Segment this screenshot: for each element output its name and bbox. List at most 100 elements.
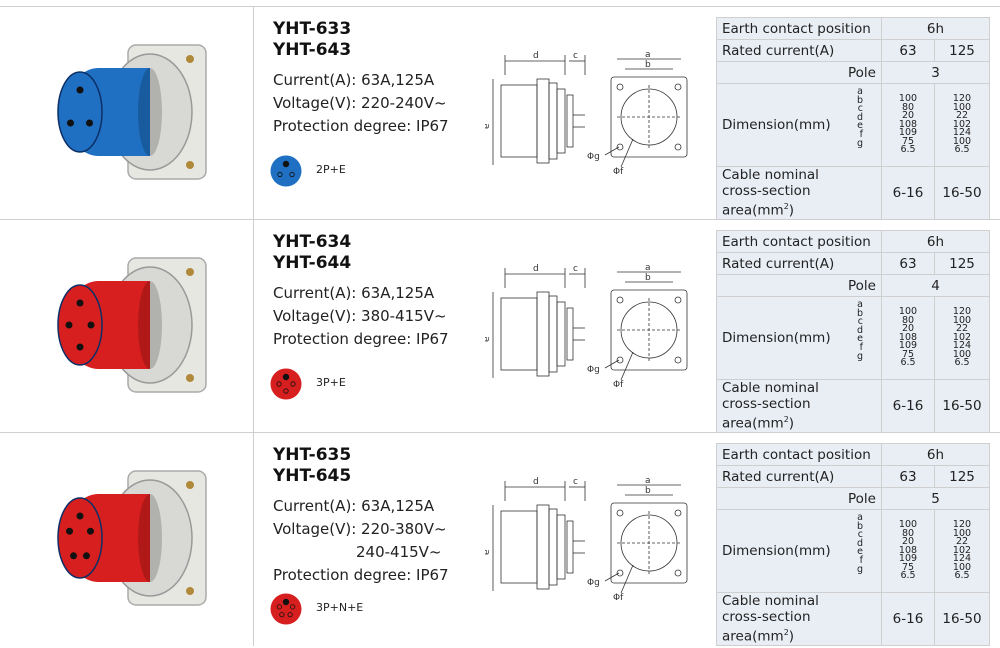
dim-label-e: e bbox=[485, 336, 492, 342]
product-image-cell bbox=[0, 433, 254, 646]
voltage-spec: Voltage(V): 380-415V~ bbox=[273, 307, 447, 325]
plug-image bbox=[57, 44, 207, 180]
dimension-letter: f bbox=[859, 128, 863, 140]
cable-label: Cable nominal cross-section area(mm2) bbox=[716, 379, 882, 433]
table-row: Pole 3 bbox=[716, 61, 990, 84]
earth-label: Earth contact position bbox=[716, 443, 882, 466]
dimension-letter: g bbox=[856, 137, 863, 149]
cable-label-sup: 2 bbox=[783, 415, 789, 424]
dim-label-c: c bbox=[573, 51, 578, 61]
product-description: YHT-633 YHT-643 Current(A): 63A,125A Vol… bbox=[273, 19, 493, 138]
product-description: YHT-635 YHT-645 Current(A): 63A,125A Vol… bbox=[273, 445, 493, 587]
badge-pin bbox=[276, 604, 282, 610]
dim-label-c: c bbox=[573, 477, 578, 487]
dimension-value: 80 bbox=[901, 101, 915, 113]
dimension-value: 6.5 bbox=[954, 357, 970, 369]
pole-label: Pole bbox=[716, 274, 882, 297]
protection-spec: Protection degree: IP67 bbox=[273, 117, 449, 135]
dimension-value: 6.5 bbox=[900, 144, 916, 156]
table-row: Pole 5 bbox=[716, 487, 990, 510]
dimension-letter: b bbox=[856, 94, 863, 106]
cable-value-a: 6-16 bbox=[881, 592, 935, 646]
dimension-letter: d bbox=[856, 324, 863, 336]
model-number: YHT-643 bbox=[273, 40, 352, 60]
dim-label-a: a bbox=[645, 476, 651, 486]
dimension-letter: b bbox=[856, 307, 863, 319]
dimension-letter: g bbox=[856, 350, 863, 362]
rated-value-b: 125 bbox=[934, 465, 990, 488]
rated-value-a: 63 bbox=[881, 252, 935, 275]
dimension-value: 22 bbox=[955, 323, 969, 335]
product-row: YHT-634 YHT-644 Current(A): 63A,125A Vol… bbox=[0, 219, 1000, 433]
dimension-value: 109 bbox=[898, 340, 918, 352]
voltage-spec: Voltage(V): 220-380V~ bbox=[273, 520, 447, 538]
cable-value-b: 16-50 bbox=[934, 379, 990, 433]
dimension-value: 6.5 bbox=[900, 570, 916, 582]
plug-pin bbox=[86, 527, 94, 535]
dimension-letter: a bbox=[857, 86, 863, 97]
earth-label: Earth contact position bbox=[716, 230, 882, 253]
dim-label-phif: Φf bbox=[613, 167, 624, 177]
badge-pin bbox=[282, 598, 290, 606]
dimension-drawing: d c e a b Φg Φf bbox=[485, 50, 688, 177]
cable-label-line1: Cable nominal bbox=[722, 167, 819, 183]
earth-label: Earth contact position bbox=[716, 17, 882, 40]
dim-label-e: e bbox=[485, 123, 492, 129]
pin-config-badge: 2P+E bbox=[270, 155, 440, 187]
dimension-value: 22 bbox=[955, 536, 969, 548]
dim-label-a: a bbox=[645, 263, 651, 273]
socket-face-icon bbox=[270, 368, 302, 400]
cable-label: Cable nominal cross-section area(mm2) bbox=[716, 166, 882, 220]
rated-value-a: 63 bbox=[881, 39, 935, 62]
plug-pin bbox=[76, 512, 84, 520]
pin-config-badge: 3P+N+E bbox=[270, 593, 440, 625]
cable-label-line2: cross-section area(mm bbox=[722, 183, 811, 219]
dimension-value: 100 bbox=[952, 135, 972, 147]
dim-label-b: b bbox=[645, 486, 651, 496]
dim-label-a: a bbox=[645, 50, 651, 60]
plug-pin bbox=[76, 86, 84, 94]
dim-label-d: d bbox=[533, 264, 539, 274]
dimension-value: 100 bbox=[952, 527, 972, 539]
badge-pin bbox=[276, 381, 282, 387]
plug-pin bbox=[66, 119, 74, 127]
dimension-value: 124 bbox=[952, 553, 972, 565]
dimension-label-text: Dimension(mm) bbox=[722, 543, 831, 559]
spec-table: Earth contact position 6h Rated current(… bbox=[716, 17, 990, 220]
protection-spec: Protection degree: IP67 bbox=[273, 330, 449, 348]
table-row: Cable nominal cross-section area(mm2) 6-… bbox=[716, 166, 990, 220]
dimension-value: 75 bbox=[901, 561, 915, 573]
dimension-value: 102 bbox=[952, 331, 972, 343]
current-spec: Current(A): 63A,125A bbox=[273, 497, 435, 515]
dim-label-d: d bbox=[533, 477, 539, 487]
plug-pin bbox=[76, 343, 84, 351]
dimension-value: 120 bbox=[952, 92, 972, 104]
cable-value-b: 16-50 bbox=[934, 166, 990, 220]
cable-label-sup: 2 bbox=[783, 628, 789, 637]
dimension-value: 109 bbox=[898, 553, 918, 565]
cable-label-line1: Cable nominal bbox=[722, 593, 819, 609]
dimension-value: 120 bbox=[952, 305, 972, 317]
table-row: Pole 4 bbox=[716, 274, 990, 297]
earth-value: 6h bbox=[881, 17, 990, 40]
dimension-value: 22 bbox=[955, 110, 969, 122]
earth-value: 6h bbox=[881, 230, 990, 253]
rated-value-b: 125 bbox=[934, 252, 990, 275]
dimension-value: 124 bbox=[952, 127, 972, 139]
plug-image bbox=[57, 470, 207, 606]
voltage-spec: Voltage(V): 220-240V~ bbox=[273, 94, 447, 112]
plug-pin bbox=[70, 552, 78, 560]
dimension-letter: e bbox=[857, 333, 863, 345]
badge-pin bbox=[279, 612, 285, 618]
plug-pin bbox=[82, 552, 90, 560]
socket-face-icon bbox=[270, 593, 302, 625]
dimension-value: 100 bbox=[898, 305, 918, 317]
dimension-value: 20 bbox=[901, 323, 915, 335]
